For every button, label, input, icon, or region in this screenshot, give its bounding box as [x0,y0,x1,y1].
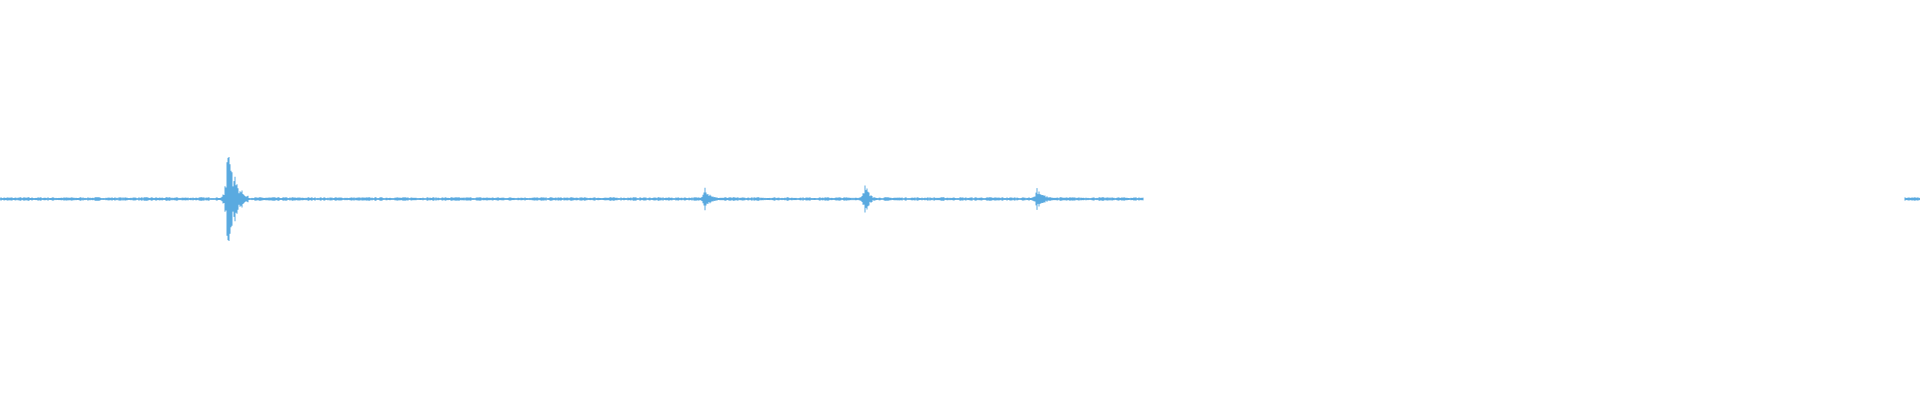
tail-transient-1 [1904,197,1915,201]
waveform-segment-tail [1904,197,1920,201]
main-transient-3 [858,185,878,213]
main-transient-4 [1027,188,1056,210]
main-noise [0,197,1144,201]
main-transient-2 [696,187,722,211]
main-transient-1 [217,157,249,241]
waveform-segment-main [0,157,1144,241]
